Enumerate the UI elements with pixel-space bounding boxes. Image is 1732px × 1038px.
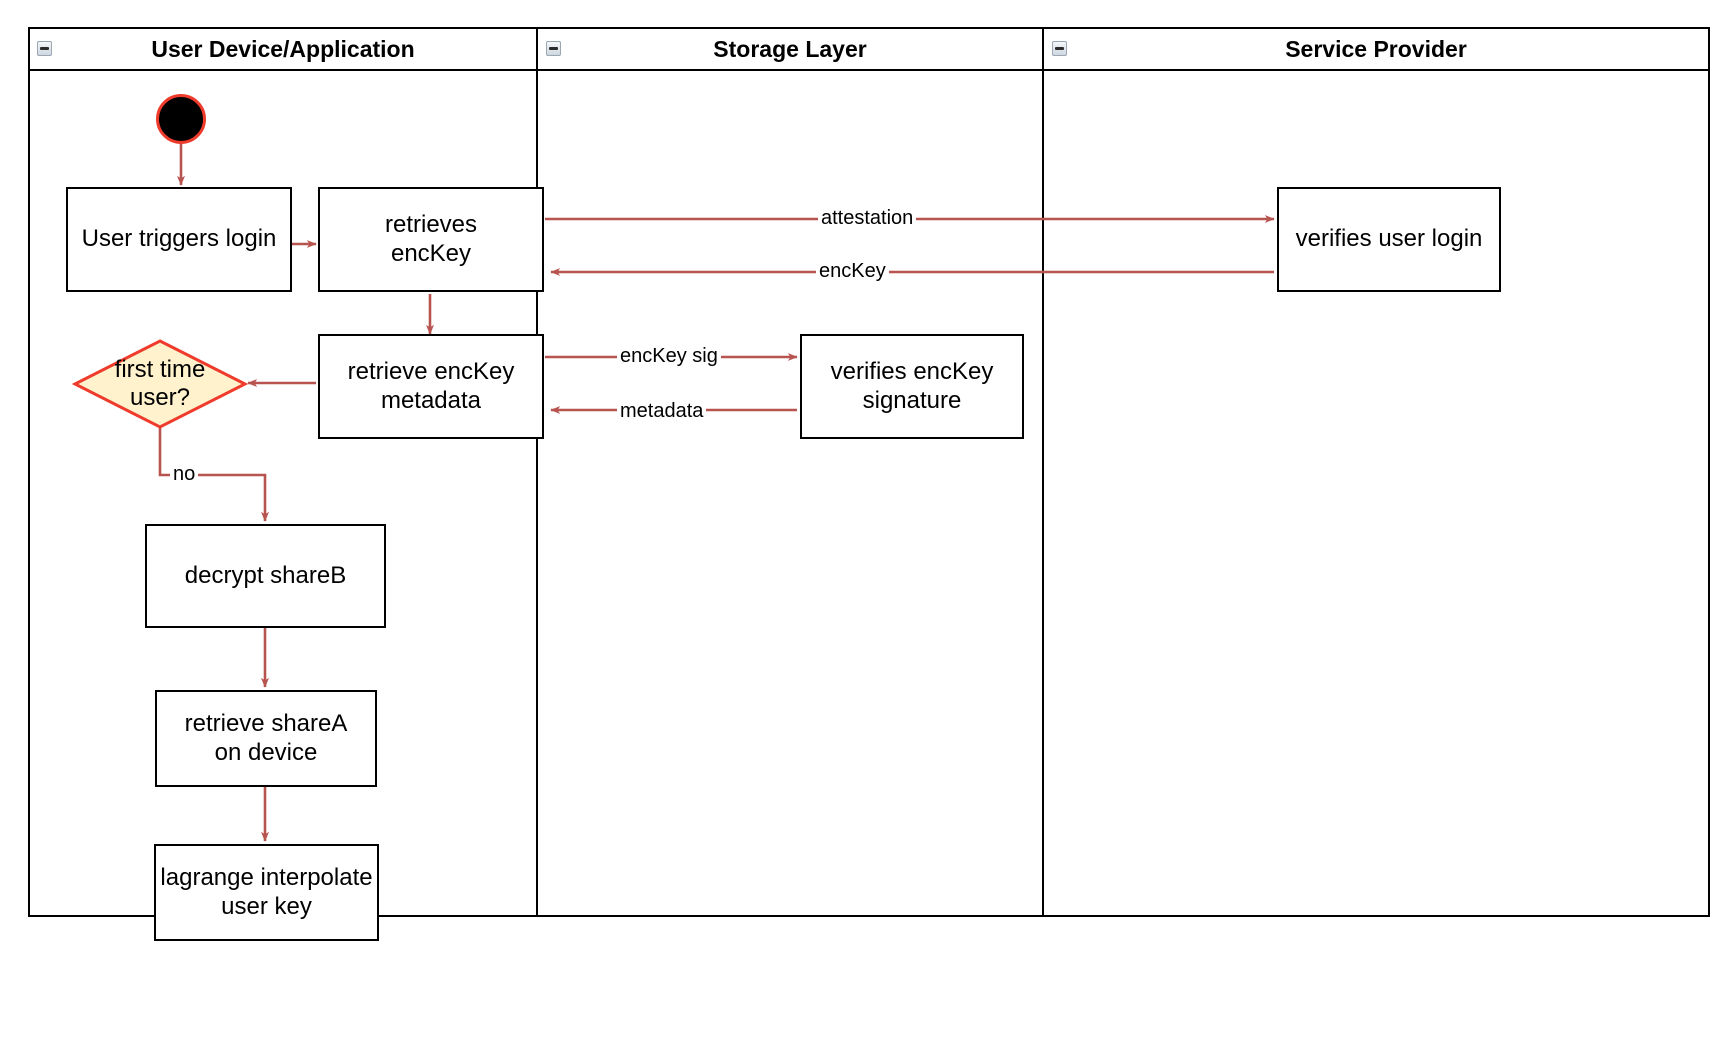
node-label-lagrange-interpolate-user-key: lagrange interpolate user key	[160, 864, 373, 920]
edge-label-metadata: metadata	[617, 400, 707, 422]
node-label-retrieves-enckey: retrieves encKey	[384, 211, 478, 267]
edge-label-enckey: encKey	[816, 260, 889, 282]
node-lagrange-interpolate-user-key[interactable]: lagrange interpolate user key	[154, 844, 379, 941]
node-label-retrieve-sharea-on-device: retrieve shareA on device	[184, 710, 348, 766]
collapse-minus-icon-service-provider[interactable]	[1052, 41, 1067, 56]
collapse-minus-icon-storage[interactable]	[546, 41, 561, 56]
node-retrieve-sharea-on-device[interactable]: retrieve shareA on device	[155, 690, 377, 787]
lane-title-user-device: User Device/Application	[151, 35, 415, 62]
node-retrieves-enckey[interactable]: retrieves encKey	[318, 187, 544, 292]
edge-label-no: no	[170, 463, 199, 485]
decision-diamond-shape	[71, 339, 249, 429]
lane-title-storage: Storage Layer	[713, 35, 867, 62]
node-user-triggers-login[interactable]: User triggers login	[66, 187, 292, 292]
node-retrieve-enckey-metadata[interactable]: retrieve encKey metadata	[318, 334, 544, 439]
lane-title-service-provider: Service Provider	[1285, 35, 1467, 62]
node-label-first-time-user: first time user?	[114, 355, 206, 411]
node-decrypt-shareb[interactable]: decrypt shareB	[145, 524, 386, 628]
node-label-user-triggers-login: User triggers login	[81, 225, 277, 253]
lane-header-storage[interactable]: Storage Layer	[538, 29, 1042, 71]
lane-body-storage	[536, 27, 1044, 917]
lane-body-service-provider	[1042, 27, 1710, 917]
collapse-minus-icon-user-device[interactable]	[37, 41, 52, 56]
node-verifies-enckey-signature[interactable]: verifies encKey signature	[800, 334, 1024, 439]
edge-label-enckey-sig: encKey sig	[617, 345, 721, 367]
start-node[interactable]	[156, 94, 206, 144]
node-verifies-user-login[interactable]: verifies user login	[1277, 187, 1501, 292]
node-label-decrypt-shareb: decrypt shareB	[184, 561, 347, 589]
lane-header-user-device[interactable]: User Device/Application	[30, 29, 536, 71]
node-label-verifies-user-login: verifies user login	[1295, 225, 1483, 253]
lane-header-service-provider[interactable]: Service Provider	[1044, 29, 1708, 71]
node-label-verifies-enckey-signature: verifies encKey signature	[830, 358, 994, 414]
node-first-time-user[interactable]: first time user?	[71, 338, 249, 430]
edge-label-attestation: attestation	[818, 207, 917, 229]
node-label-retrieve-enckey-metadata: retrieve encKey metadata	[347, 358, 515, 414]
